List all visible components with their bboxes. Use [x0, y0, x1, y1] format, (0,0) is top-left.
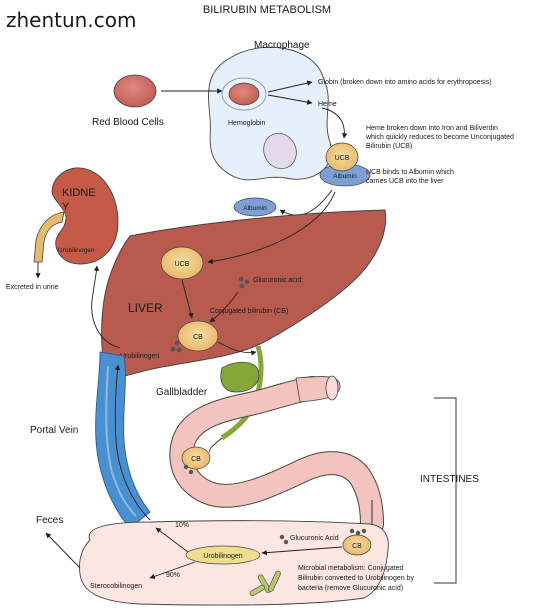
portal-return-arrow [114, 364, 151, 521]
colon-urobilinogen-capsule [185, 545, 261, 565]
microbial-note-line-2: Bilirubin converted to Urobilinogen by [298, 575, 414, 582]
small-intestine-fill [170, 377, 383, 535]
intestines-label: INTESTINES [420, 474, 479, 485]
glucuronic-dot [244, 279, 250, 285]
cb-to-urobilinogen-arrow [261, 546, 343, 556]
free-albumin-label: Albumin [243, 205, 267, 212]
albumin-note-line-2: carries UCB into the liver [366, 178, 444, 185]
albumin-return-arrow [279, 189, 333, 216]
urobilinogen-to-sterco-arrow [149, 561, 196, 579]
kidney-label-line-1: KIDNE [62, 187, 96, 199]
colon-cb-label: CB [352, 543, 362, 550]
glucuronic-to-cb-arrow [209, 291, 239, 323]
colon-dot [349, 528, 355, 534]
heme-arrow [267, 94, 313, 105]
hemoglobin-label: Hemoglobin [228, 120, 265, 127]
colon-urobilinogen-label: Urobilinogen [203, 553, 242, 560]
heme-note-line-2: which quickly reduces to become Unconjug… [365, 134, 514, 141]
cb-glucuronic-dot [176, 347, 182, 353]
colon-dot [279, 534, 285, 540]
urobilinogen-to-portal-arrow [155, 527, 189, 553]
microbial-note-line-3: bacteria (remove Glucuronic acid) [298, 585, 403, 592]
glucuronic-dot [238, 276, 244, 282]
ucb-circle [325, 142, 359, 172]
liver-ucb-label: UCB [175, 261, 190, 268]
cb-glucuronic-dot [174, 340, 180, 346]
liver-cb-circle [177, 320, 219, 352]
cb-to-bile-duct-arrow [217, 341, 257, 356]
excreted-in-urine-label: Excreted in urine [6, 284, 59, 291]
heme-to-ucb-arrow [321, 107, 348, 139]
kidney-organ [51, 167, 119, 265]
macrophage-label: Macrophage [254, 40, 310, 51]
microbial-note-line-1: Microbial metabolism: Conjugated [298, 565, 404, 572]
colon-dot [283, 539, 289, 545]
bile-to-intestine-arrow [209, 437, 223, 453]
heme-label: Heme [318, 101, 337, 108]
portal-vein [95, 351, 151, 529]
colon-dot [355, 530, 361, 536]
glucuronic-dot [239, 283, 245, 289]
percent-10-label: 10% [175, 522, 189, 529]
feces-arrow [45, 532, 81, 569]
albumin-label: Albumin [333, 173, 357, 180]
ucb-to-cb-arrow [181, 279, 194, 319]
percent-90-label: 90% [166, 572, 180, 579]
intestine-cut [325, 375, 339, 401]
intestine-cb-circle [181, 446, 211, 470]
ureter-tube [33, 211, 65, 263]
portal-vein-label: Portal Vein [30, 425, 78, 436]
cb-glucuronic-dot [170, 346, 176, 352]
red-blood-cell-icon [113, 74, 157, 108]
free-albumin-blob [233, 197, 277, 217]
gallbladder-organ [220, 361, 260, 393]
kidney-urobilinogen-label: Urobilinogen [58, 247, 95, 254]
glucuronic-acid-label: Glucuronic acid [253, 277, 301, 284]
intestines-bracket [434, 397, 457, 584]
liver-cb-label: CB [193, 334, 203, 341]
liver-label: LIVER [128, 301, 163, 315]
heme-note-line-3: Bilirubin (UCB) [366, 143, 412, 150]
gallbladder-label: Gallbladder [156, 387, 208, 398]
ucb-label: UCB [335, 155, 350, 162]
kidney-label-line-2: Y [62, 201, 70, 213]
colon-dot [361, 528, 367, 534]
liver-to-kidney-arrow [91, 265, 121, 349]
liver-urobilinogen-label: Urobilinogen [120, 353, 159, 360]
portal-vein-highlight [105, 365, 137, 517]
intestine-cb-label: CB [191, 456, 201, 463]
conjugated-bilirubin-label: Conjugated bilirubin (CB) [210, 308, 288, 315]
globin-label: Globin (broken down into amino acids for… [318, 79, 492, 86]
diagram-title: BILIRUBIN METABOLISM [203, 4, 331, 16]
albumin-to-liver-arrow [207, 191, 336, 265]
heme-note-line-1: Heme broken down into Iron and Biliverdi… [366, 125, 498, 132]
hemoglobin-icon [228, 82, 260, 106]
macrophage-nucleus [263, 132, 297, 170]
watermark: zhentun.com [6, 8, 136, 32]
glucuronic-acid-colon-label: Glucuronic Acid [290, 535, 339, 542]
intestine-dot [188, 469, 194, 475]
red-blood-cells-label: Red Blood Cells [92, 117, 164, 128]
albumin-note-line-1: UCB binds to Albumin which [366, 169, 454, 176]
feces-label: Feces [36, 515, 63, 526]
stercobilinogen-label: Sterocobilinogen [90, 583, 142, 590]
bacteria-icon [249, 570, 281, 596]
liver-ucb-circle [160, 246, 204, 280]
globin-arrow [267, 80, 313, 93]
intestine-dot [183, 464, 189, 470]
colon-cb-circle [342, 534, 372, 556]
